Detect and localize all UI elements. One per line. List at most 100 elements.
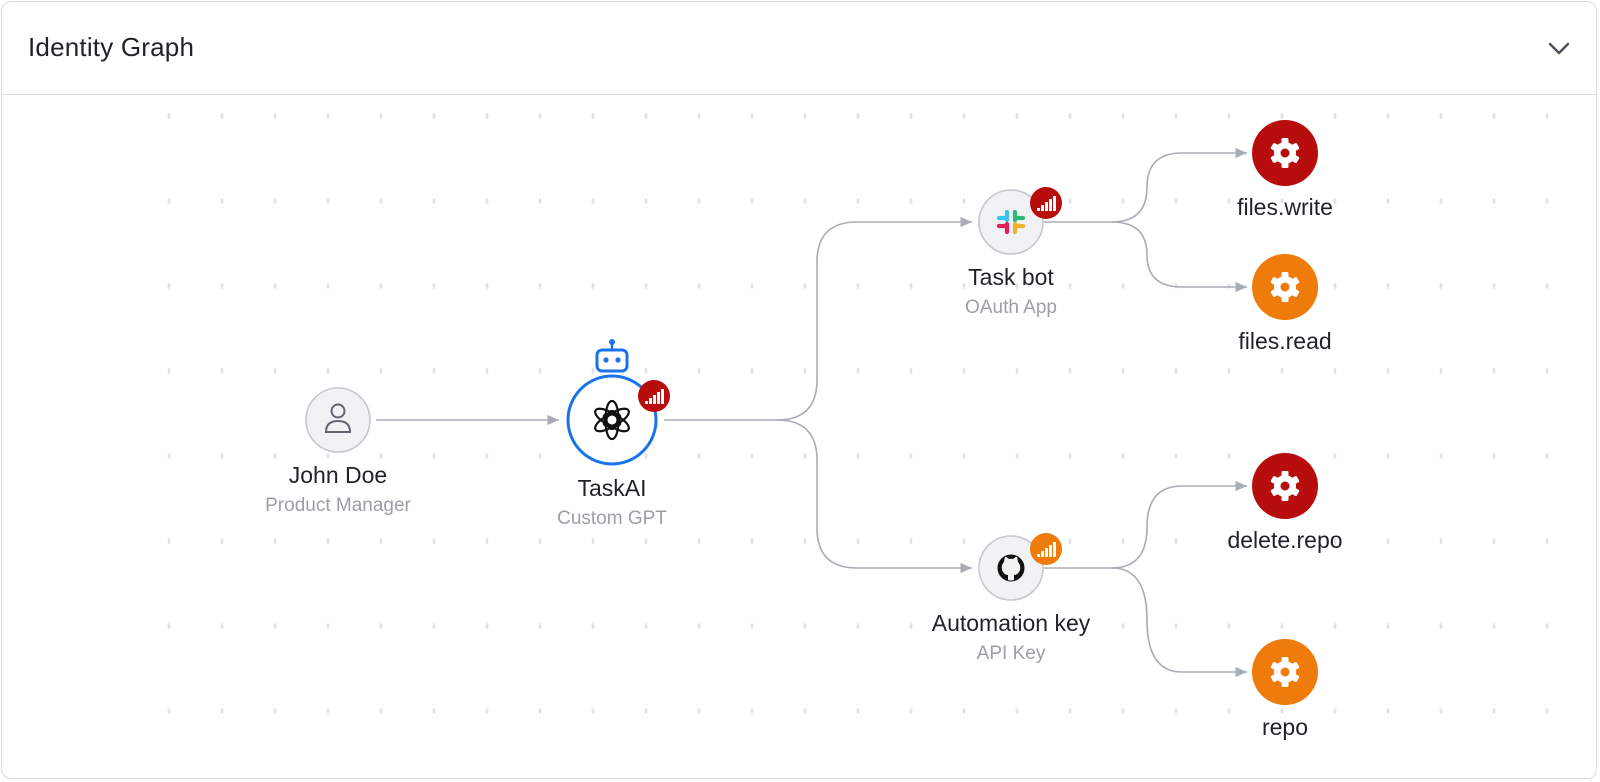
scope-files-write[interactable]: files.write <box>1237 120 1333 220</box>
grid-dot <box>1386 368 1390 374</box>
scope-repo-name: repo <box>1262 714 1308 740</box>
grid-dot <box>1068 623 1072 629</box>
scope-files-read[interactable]: files.read <box>1238 254 1332 354</box>
grid-dot <box>1333 623 1337 629</box>
grid-dot <box>1333 368 1337 374</box>
scope-repo[interactable]: repo <box>1252 639 1318 740</box>
grid-dot <box>432 453 436 459</box>
grid-dot <box>1280 198 1284 204</box>
scope-delete-repo-name: delete.repo <box>1227 527 1342 553</box>
grid-dot <box>1121 623 1125 629</box>
grid-dot <box>1545 538 1549 544</box>
grid-dot <box>1121 283 1125 289</box>
grid-dot <box>962 538 966 544</box>
grid-dot <box>220 368 224 374</box>
grid-dot <box>1068 113 1072 119</box>
grid-dot <box>856 708 860 714</box>
grid-dot <box>1545 283 1549 289</box>
node-oauth-app-name: Task bot <box>968 264 1054 290</box>
grid-dot <box>1492 623 1496 629</box>
grid-dot <box>1280 368 1284 374</box>
page-title: Identity Graph <box>28 32 195 62</box>
grid-dot <box>326 368 330 374</box>
collapse-button[interactable] <box>1544 34 1574 64</box>
grid-dot <box>1280 113 1284 119</box>
github-icon <box>997 554 1025 582</box>
grid-dot <box>379 453 383 459</box>
node-agent[interactable]: TaskAI Custom GPT <box>557 339 670 529</box>
grid-dot <box>856 368 860 374</box>
grid-dot <box>697 538 701 544</box>
grid-dot <box>1439 368 1443 374</box>
grid-dot <box>538 198 542 204</box>
slack-icon <box>996 209 1026 235</box>
user-icon <box>324 403 352 433</box>
grid-dot <box>1333 538 1337 544</box>
edge-apikey-repo <box>1111 567 1247 678</box>
grid-dot <box>1439 283 1443 289</box>
grid-dot <box>379 708 383 714</box>
node-user-role: Product Manager <box>265 495 411 516</box>
grid-dot <box>750 283 754 289</box>
risk-badge-high <box>638 380 670 412</box>
grid-dot <box>697 368 701 374</box>
grid-dot <box>909 453 913 459</box>
grid-dot <box>1545 623 1549 629</box>
grid-dot <box>1227 538 1231 544</box>
grid-dot <box>1439 113 1443 119</box>
node-user[interactable]: John Doe Product Manager <box>265 387 412 516</box>
node-api-key[interactable]: Automation key API Key <box>932 533 1091 664</box>
grid-dot <box>697 453 701 459</box>
grid-dot <box>962 283 966 289</box>
grid-dot <box>432 368 436 374</box>
grid-dot <box>538 708 542 714</box>
grid-dot <box>803 198 807 204</box>
grid-dot <box>1068 453 1072 459</box>
grid-dot <box>379 623 383 629</box>
edge-oauth-files-read <box>1111 221 1247 293</box>
openai-icon <box>594 399 630 441</box>
grid-dot <box>538 623 542 629</box>
grid-dot <box>220 283 224 289</box>
grid-dot <box>1280 708 1284 714</box>
grid-dot <box>1174 708 1178 714</box>
node-oauth-app[interactable]: Task bot OAuth App <box>965 187 1062 318</box>
grid-dot <box>1439 453 1443 459</box>
grid-dot <box>167 368 171 374</box>
grid-dot <box>273 113 277 119</box>
grid-dot <box>1545 198 1549 204</box>
grid-dot <box>485 538 489 544</box>
grid-dot <box>1333 453 1337 459</box>
grid-dot <box>1174 623 1178 629</box>
grid-dot <box>220 623 224 629</box>
grid-dot <box>856 453 860 459</box>
grid-dot <box>856 538 860 544</box>
edge-oauth-files-write <box>1044 147 1247 223</box>
grid-dot <box>220 708 224 714</box>
grid-dot <box>1015 368 1019 374</box>
edges <box>376 147 1247 678</box>
grid-dot <box>591 368 595 374</box>
grid-dot <box>1174 368 1178 374</box>
grid-dot <box>379 283 383 289</box>
grid-dot <box>167 623 171 629</box>
grid-dot <box>1492 453 1496 459</box>
grid-dot <box>644 453 648 459</box>
grid-dot <box>1492 283 1496 289</box>
grid-dot <box>1545 113 1549 119</box>
grid-dot <box>1174 538 1178 544</box>
risk-badge-medium <box>1030 533 1062 565</box>
grid-dot <box>591 283 595 289</box>
gear-icon <box>1270 471 1300 501</box>
grid-dot <box>485 368 489 374</box>
grid-dot <box>220 453 224 459</box>
grid-dot <box>962 453 966 459</box>
gear-icon <box>1270 272 1300 302</box>
grid-dot <box>1121 538 1125 544</box>
grid-dot <box>379 113 383 119</box>
grid-dot <box>856 113 860 119</box>
grid-dot <box>1015 623 1019 629</box>
scope-delete-repo[interactable]: delete.repo <box>1227 453 1343 553</box>
grid-dot <box>1121 368 1125 374</box>
grid-dot <box>1492 708 1496 714</box>
